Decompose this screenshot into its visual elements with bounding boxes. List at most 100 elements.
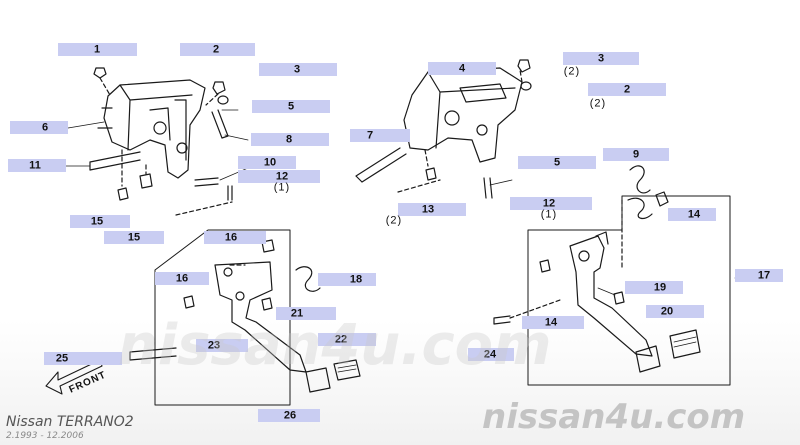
period-caption: 2.1993 - 12.2006 <box>6 431 84 441</box>
callout-26: 26 <box>283 409 297 422</box>
label-bar <box>563 52 639 65</box>
left-pedal-bracket <box>97 79 206 179</box>
bolt-25 <box>129 347 177 361</box>
label-bar <box>238 156 296 169</box>
label-bar <box>155 272 209 285</box>
qty-note: (1) <box>273 181 291 194</box>
washer-2 <box>212 81 226 95</box>
label-bar <box>10 121 68 134</box>
label-bar <box>258 409 320 422</box>
callout-23: 23 <box>207 339 221 352</box>
callout-2: 2 <box>212 43 220 56</box>
callout-13: 13 <box>421 203 435 216</box>
bolt-10 <box>194 177 219 187</box>
label-bar <box>398 203 466 216</box>
callout-18: 18 <box>349 273 363 286</box>
callout-16: 16 <box>224 231 238 244</box>
callout-12: 12 <box>275 170 289 183</box>
label-bar <box>8 159 66 172</box>
stopper-14 <box>655 191 669 207</box>
callout-6: 6 <box>41 121 49 134</box>
label-bar <box>259 63 337 76</box>
qty-note: (1) <box>540 208 558 221</box>
label-bar <box>518 156 596 169</box>
bolt-5 <box>211 109 229 139</box>
bolt-7 <box>355 147 407 183</box>
callout-15: 15 <box>127 231 141 244</box>
label-bar <box>510 197 592 210</box>
nut-3 <box>217 95 229 105</box>
nut-15a <box>117 187 129 201</box>
callout-15: 15 <box>90 215 104 228</box>
label-bar <box>735 269 783 282</box>
pedal-pad-right <box>635 345 661 373</box>
label-bar <box>251 133 329 146</box>
callout-22: 22 <box>334 333 348 346</box>
right-pedal-bracket <box>403 67 523 163</box>
label-bar <box>603 148 669 161</box>
callout-3: 3 <box>597 52 605 65</box>
callout-21: 21 <box>290 307 304 320</box>
callout-7: 7 <box>366 129 374 142</box>
callout-1: 1 <box>93 43 101 56</box>
pin-12 <box>227 185 233 201</box>
qty-note: (2) <box>589 97 607 110</box>
spring-9b <box>627 197 653 220</box>
callout-2: 2 <box>623 83 631 96</box>
callout-24: 24 <box>483 348 497 361</box>
label-bar <box>70 215 130 228</box>
nut-13 <box>425 167 437 181</box>
label-bar <box>318 333 376 346</box>
callout-9: 9 <box>632 148 640 161</box>
label-bar <box>625 281 683 294</box>
nut-1 <box>93 67 107 79</box>
pedal-pad-20 <box>669 329 701 359</box>
label-bar <box>180 43 255 56</box>
bushing-16b <box>183 295 195 309</box>
label-bar <box>204 231 266 244</box>
bolt-5b <box>483 177 493 199</box>
qty-note: (2) <box>563 65 581 78</box>
label-bar <box>668 208 716 221</box>
callout-11: 11 <box>29 159 41 172</box>
callout-8: 8 <box>285 133 293 146</box>
left-bolts <box>89 67 233 201</box>
bolt-24 <box>493 315 511 325</box>
callout-14: 14 <box>544 316 558 329</box>
label-bar <box>44 352 122 365</box>
right-pedal-box <box>527 195 731 386</box>
callout-12: 12 <box>542 197 556 210</box>
bushing-16a <box>261 239 275 253</box>
nut-15b <box>139 173 153 189</box>
callout-4: 4 <box>458 62 466 75</box>
callout-20: 20 <box>660 305 674 318</box>
spring-9 <box>629 165 651 194</box>
stopper-21 <box>261 297 273 311</box>
label-bar <box>428 62 496 75</box>
label-bar <box>238 170 320 183</box>
label-bar <box>646 305 704 318</box>
washer-2b <box>520 81 532 91</box>
pedal-pad-22 <box>333 359 361 381</box>
pedal-pad-left <box>305 367 331 393</box>
label-bar <box>252 100 330 113</box>
label-bar <box>318 273 376 286</box>
leader-lines <box>99 69 623 319</box>
clutch-pedal <box>129 239 361 393</box>
bolt-11 <box>89 151 141 171</box>
callout-19: 19 <box>653 281 667 294</box>
callout-5: 5 <box>553 156 561 169</box>
callout-10: 10 <box>263 156 277 169</box>
callout-3: 3 <box>293 63 301 76</box>
callout-16: 16 <box>175 272 189 285</box>
label-bar <box>468 348 514 361</box>
stopper-19 <box>613 291 625 305</box>
right-bolts <box>355 59 669 220</box>
watermark-corner: nissan4u.com <box>482 397 746 437</box>
spring-18 <box>295 266 321 292</box>
label-bar <box>276 307 336 320</box>
label-bar <box>522 316 584 329</box>
label-bar <box>196 339 248 352</box>
